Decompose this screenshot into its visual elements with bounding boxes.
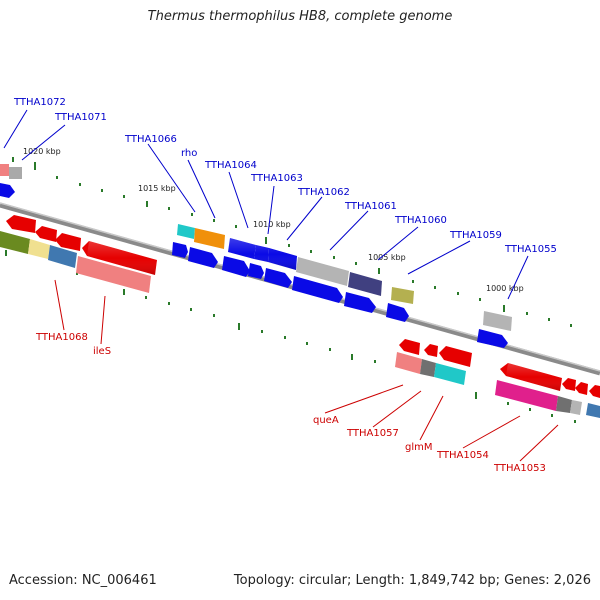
gene-label-ttha1059: TTHA1059 (449, 230, 502, 241)
kbp-label-1020: 1020 kbp (23, 147, 61, 156)
genome-title: Thermus thermophilus HB8, complete genom… (147, 9, 453, 24)
genome-summary-text: Topology: circular; Length: 1,849,742 bp… (233, 573, 591, 588)
gene-label-ttha1060: TTHA1060 (394, 215, 447, 226)
gene-label-quea: queA (313, 415, 339, 426)
gene-label-ttha1053: TTHA1053 (493, 463, 546, 474)
gene-labels-top: TTHA1072 TTHA1071 TTHA1066 rho TTHA1064 … (13, 97, 557, 255)
gene-block-middle-b[interactable] (172, 242, 409, 322)
tick-marks-top (12, 157, 572, 327)
gene-label-rho: rho (181, 148, 197, 159)
kbp-label-1005: 1005 kbp (368, 253, 406, 262)
gene-shading (87, 238, 562, 391)
gene-label-ttha1068: TTHA1068 (35, 332, 88, 343)
gene-label-ttha1072: TTHA1072 (13, 97, 66, 108)
gene-label-ttha1054: TTHA1054 (436, 450, 489, 461)
gene-label-ttha1071: TTHA1071 (54, 112, 107, 123)
gene-block-left-top[interactable] (0, 164, 22, 198)
gene-label-ttha1063: TTHA1063 (250, 173, 303, 184)
gene-label-ttha1066: TTHA1066 (124, 134, 177, 145)
gene-label-ttha1062: TTHA1062 (297, 187, 350, 198)
gene-olive[interactable] (391, 287, 414, 304)
gene-block-right-top[interactable] (477, 311, 512, 348)
kbp-label-1000: 1000 kbp (486, 284, 524, 293)
gene-block-lower-middle[interactable] (395, 339, 472, 385)
gene-labels-bottom: TTHA1068 ileS queA TTHA1057 glmM TTHA105… (35, 332, 546, 474)
kbp-label-1015: 1015 kbp (138, 184, 176, 193)
gene-label-glmm: glmM (405, 442, 433, 453)
gene-label-iles: ileS (93, 346, 111, 357)
accession-text: Accession: NC_006461 (9, 573, 157, 588)
kbp-label-1010: 1010 kbp (253, 220, 291, 229)
leader-lines-bottom (54, 279, 559, 462)
gene-label-ttha1061: TTHA1061 (344, 201, 397, 212)
gene-label-ttha1055: TTHA1055 (504, 244, 557, 255)
gene-label-ttha1064: TTHA1064 (204, 160, 257, 171)
tick-marks-bottom (5, 250, 576, 423)
leader-lines-top (3, 109, 529, 300)
gene-label-ttha1057: TTHA1057 (346, 428, 399, 439)
